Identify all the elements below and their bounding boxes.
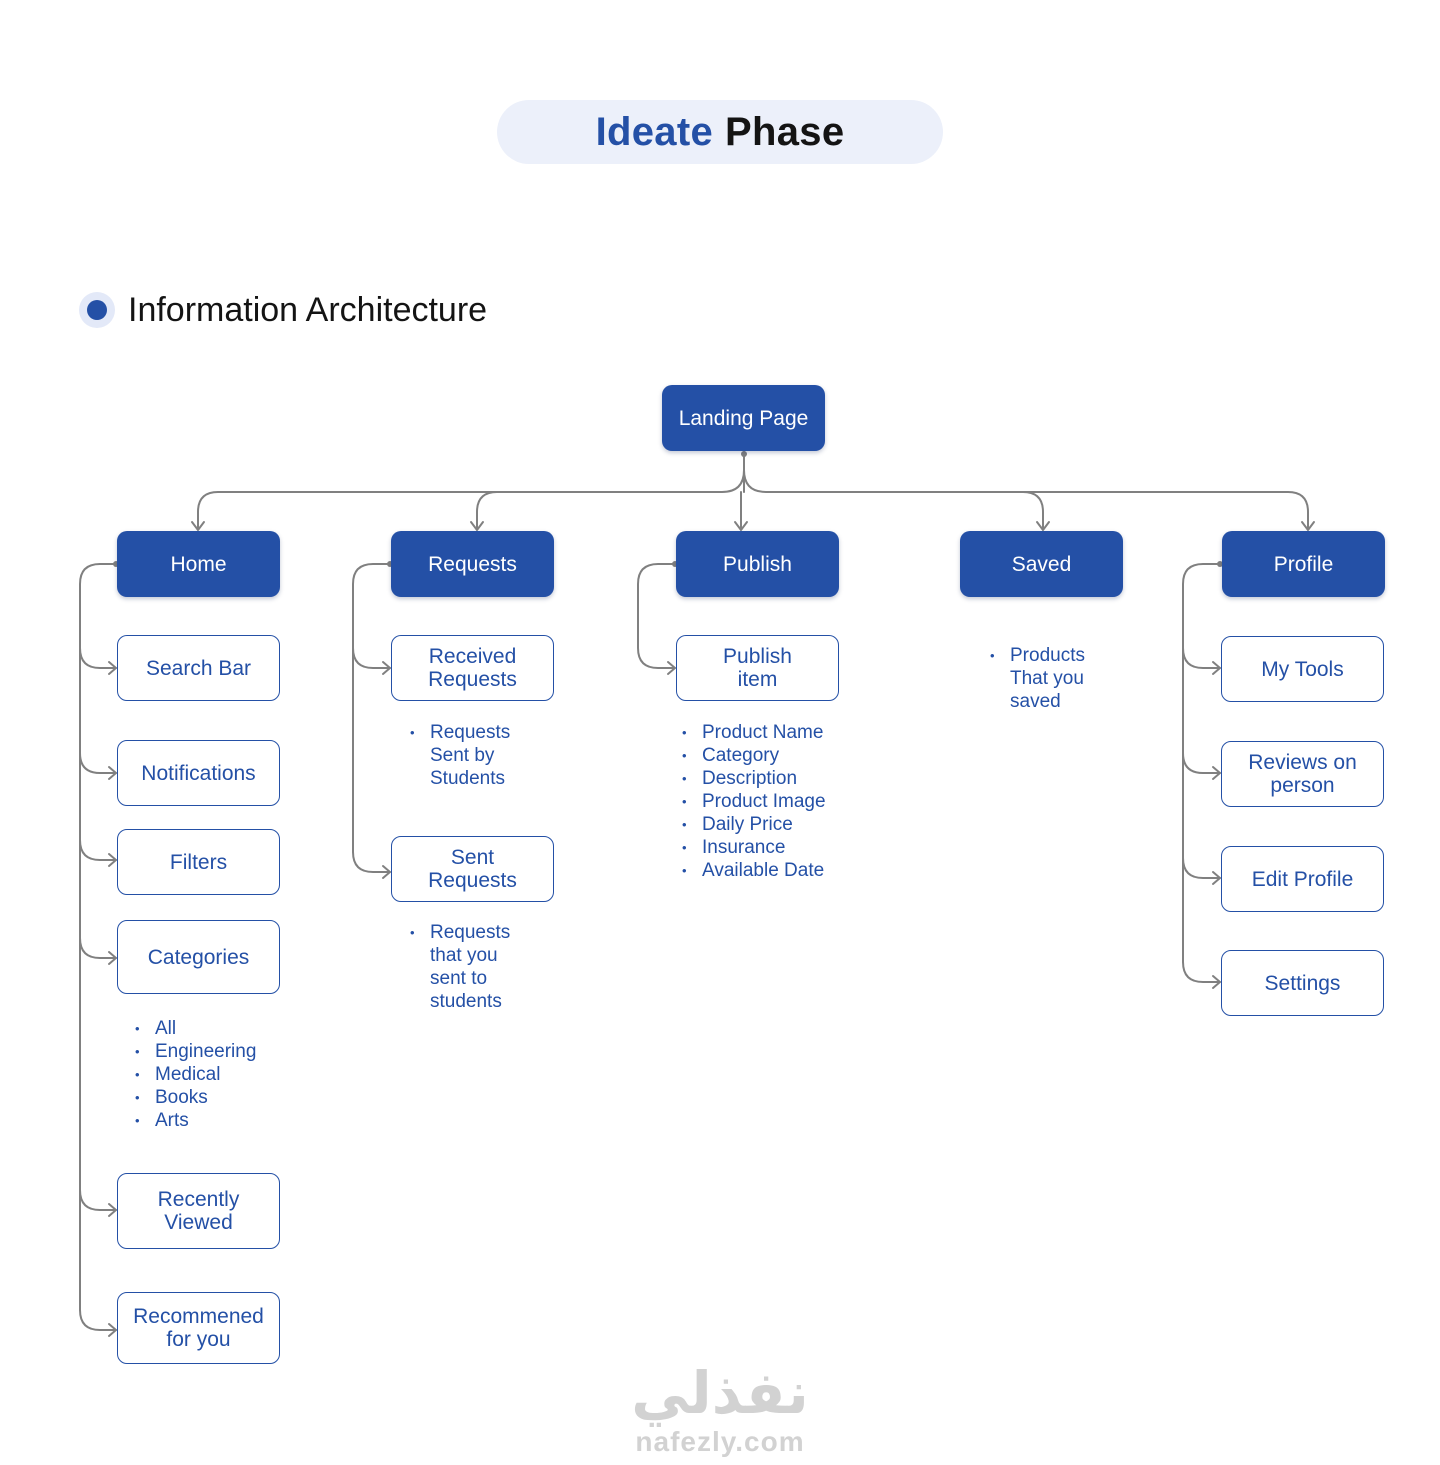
node-publish-item: Publish item: [676, 635, 839, 701]
list-item: Arts: [135, 1109, 256, 1132]
watermark-latin: nafezly.com: [635, 1426, 805, 1457]
list-item: Insurance: [682, 836, 826, 859]
node-profile: Profile: [1222, 531, 1385, 597]
node-search-bar: Search Bar: [117, 635, 280, 701]
list-item: Category: [682, 744, 826, 767]
list-item: Available Date: [682, 859, 826, 882]
sent-notes: Requests that you sent to students: [410, 921, 530, 1013]
list-item: Books: [135, 1086, 256, 1109]
node-settings: Settings: [1221, 950, 1384, 1016]
node-publish: Publish: [676, 531, 839, 597]
watermark-arabic: نفذلي: [631, 1359, 809, 1427]
list-item: All: [135, 1017, 256, 1040]
node-edit-profile: Edit Profile: [1221, 846, 1384, 912]
page-title: Ideate Phase: [497, 100, 943, 164]
node-my-tools: My Tools: [1221, 636, 1384, 702]
watermark-logo: نفذلي nafezly.com: [560, 1360, 880, 1458]
node-recently-viewed: Recently Viewed: [117, 1173, 280, 1249]
list-item: Requests that you sent to students: [410, 921, 530, 1013]
node-saved: Saved: [960, 531, 1123, 597]
node-sent-requests: Sent Requests: [391, 836, 554, 902]
list-item: Product Name: [682, 721, 826, 744]
node-categories: Categories: [117, 920, 280, 994]
dot-icon: [79, 292, 115, 328]
categories-list: All Engineering Medical Books Arts: [135, 1017, 256, 1132]
list-item: Engineering: [135, 1040, 256, 1063]
list-item: Daily Price: [682, 813, 826, 836]
list-item: Requests Sent by Students: [410, 721, 530, 790]
saved-notes: Products That you saved: [990, 644, 1105, 713]
node-notifications: Notifications: [117, 740, 280, 806]
publish-fields: Product Name Category Description Produc…: [682, 721, 826, 882]
section-title: Information Architecture: [128, 291, 488, 329]
title-main: Phase: [725, 109, 845, 154]
node-requests: Requests: [391, 531, 554, 597]
list-item: Description: [682, 767, 826, 790]
node-received-requests: Received Requests: [391, 635, 554, 701]
list-item: Product Image: [682, 790, 826, 813]
node-reviews-on-person: Reviews on person: [1221, 741, 1384, 807]
node-home: Home: [117, 531, 280, 597]
node-recommended: Recommened for you: [117, 1292, 280, 1364]
title-accent: Ideate: [595, 109, 714, 154]
node-landing-page: Landing Page: [662, 385, 825, 451]
received-notes: Requests Sent by Students: [410, 721, 530, 790]
list-item: Medical: [135, 1063, 256, 1086]
node-filters: Filters: [117, 829, 280, 895]
list-item: Products That you saved: [990, 644, 1105, 713]
